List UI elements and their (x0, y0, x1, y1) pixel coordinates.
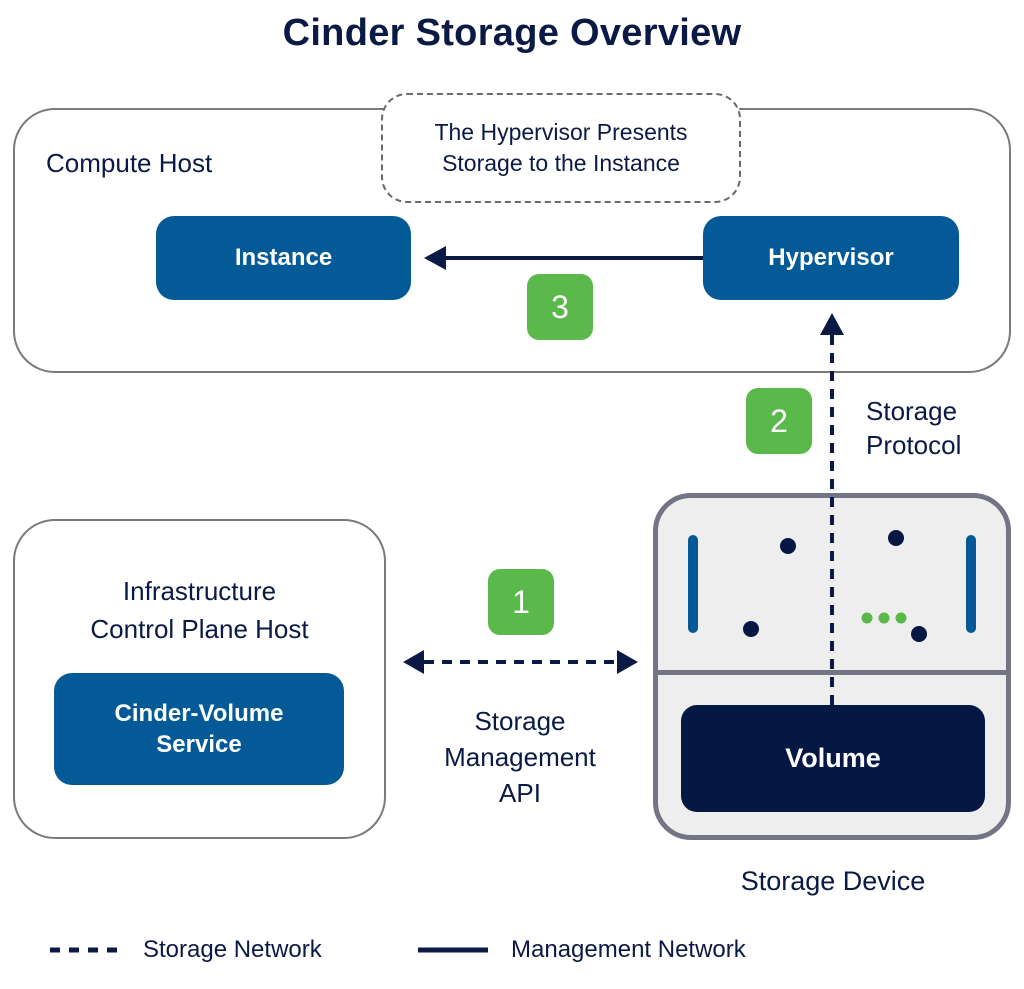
arrowhead-left-icon (403, 650, 424, 674)
infra-host-label-line-2: Control Plane Host (90, 614, 309, 644)
hypervisor-callout: The Hypervisor Presents Storage to the I… (381, 93, 741, 203)
step-1-badge: 1 (488, 569, 554, 635)
callout-line-1: The Hypervisor Presents (434, 119, 688, 145)
step-3-badge: 3 (527, 274, 593, 340)
legend-storage-network-label: Storage Network (143, 936, 322, 963)
storage-protocol-label: Storage Protocol (866, 394, 961, 462)
callout-line-2: Storage to the Instance (442, 150, 680, 176)
storage-protocol-line-1: Storage (866, 396, 958, 426)
hypervisor-label: Hypervisor (768, 244, 894, 271)
mgmt-api-line-3: API (499, 778, 541, 808)
storage-protocol-line-2: Protocol (866, 430, 962, 460)
cinder-to-storage-arrow (403, 650, 638, 674)
storage-management-api-label: Storage Management API (400, 703, 640, 811)
cinder-service-line-1: Cinder-Volume (114, 700, 284, 727)
storage-device-label: Storage Device (740, 866, 926, 896)
instance-label: Instance (234, 244, 333, 271)
legend-management-network-label: Management Network (511, 936, 746, 963)
mgmt-api-line-1: Storage (474, 706, 566, 736)
hypervisor-node[interactable]: Hypervisor (703, 216, 959, 300)
step-2-badge: 2 (746, 388, 812, 454)
volume-node[interactable]: Volume (681, 705, 985, 812)
arrowhead-right-icon (617, 650, 638, 674)
compute-host-label: Compute Host (46, 148, 213, 178)
cinder-volume-service-node[interactable]: Cinder-Volume Service (54, 673, 344, 785)
instance-node[interactable]: Instance (156, 216, 411, 300)
diagram-title: Cinder Storage Overview (282, 12, 742, 54)
storage-device-divider (653, 670, 1011, 675)
infra-host-label-line-1: Infrastructure (122, 576, 277, 606)
cinder-service-line-2: Service (156, 731, 242, 758)
mgmt-api-line-2: Management (444, 742, 596, 772)
infra-host-label: Infrastructure Control Plane Host (13, 572, 386, 648)
volume-label: Volume (785, 743, 881, 773)
